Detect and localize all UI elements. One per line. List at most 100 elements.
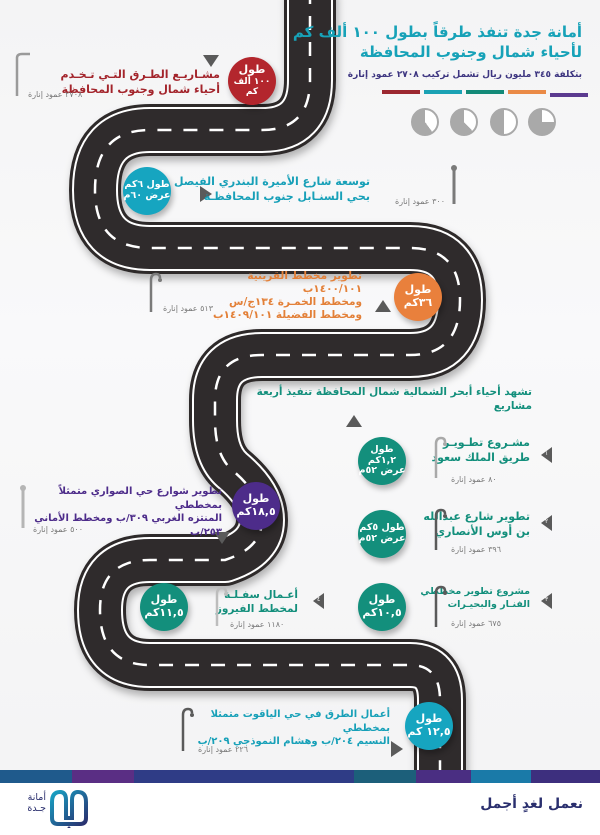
- title-line1: تطوير مخطط القرينية ١٤٠٠/١٠١ب: [247, 270, 362, 296]
- badge-line1: طول: [150, 593, 178, 607]
- lamp-count: ٨٠ عمود إنارة: [451, 475, 497, 484]
- project-overall-title: مشـاريـع الطـرق التـي تـخـدم أحياء شمال …: [10, 68, 220, 98]
- title-line2: بن أوس الأنصاري: [435, 524, 530, 538]
- title-line2: ومخطط الخمـرة ١٣٤ج/س: [229, 296, 362, 309]
- legend-bar-teal: [466, 90, 504, 94]
- badge-fayrouz: طول ١١,٥كم: [140, 583, 188, 631]
- lamp-count: ٣٠٠ عمود إنارة: [395, 197, 446, 206]
- logo-line1: أمانة: [27, 792, 46, 803]
- street-lamp-icon: [434, 585, 447, 627]
- title-line2: بحي السنـابل جنوب المحافظـة: [203, 189, 370, 203]
- title-line1: تطوير شارع عبدالله: [423, 510, 530, 523]
- title-line1: تطوير شوارع حي الصواري متمثلاً بمخططي: [58, 486, 222, 511]
- legend-bar-orange: [508, 90, 546, 94]
- badge-line2: ١٨,٥كم: [236, 505, 276, 518]
- badge-king-saud: طول ١,٢كم عرض ٥٢م: [358, 437, 406, 485]
- street-lamp-icon: [451, 165, 457, 204]
- badge-line2: ١٠٠ ألف كم: [233, 76, 271, 98]
- badge-line1: طول ٦كم: [124, 179, 170, 191]
- street-lamp-icon: [215, 586, 228, 626]
- lamp-count: ٦٧٥ عمود إنارة: [451, 619, 502, 628]
- project-number-1: ١: [541, 447, 552, 463]
- header-title-line1: أمانة جدة تنفذ طرقاً بطول ١٠٠ ألف كم: [292, 23, 582, 41]
- badge-line2: ١٠,٥كم: [362, 606, 402, 619]
- badge-amira-bandari: طول ٦كم عرض ٦٠م: [123, 167, 171, 215]
- header-title-line2: لأحياء شمال وجنوب المحافظة: [359, 43, 582, 62]
- logo-mark-icon: [50, 789, 88, 828]
- legend-bar-red: [382, 90, 420, 94]
- lamp-count: ١١٨٠ عمود إنارة: [230, 620, 285, 629]
- project-abdullah-ansari-title: تطوير شارع عبدالله بن أوس الأنصاري: [420, 510, 530, 540]
- pointer-arrow-icon: [346, 415, 362, 427]
- badge-yaqout: طول ١٢,٥ كم: [405, 702, 453, 750]
- title-line2: أحياء شمال وجنوب المحافظة: [61, 82, 220, 96]
- project-fanar-buhayrat-title: مشروع تطوير مخططي الفنـار والبحيـرات: [420, 586, 530, 612]
- badge-line2: عرض ٥٢م: [358, 465, 406, 477]
- project-fayrouz-title: أعـمال سفـلـة لمخطط الفيروز: [208, 588, 298, 616]
- number-label: ٤: [317, 596, 321, 603]
- badge-line1: طول: [242, 492, 270, 506]
- title-line1: أعمال الطرق في حي الياقوت متمثلا بمخططي: [210, 709, 390, 734]
- number-label: ١: [545, 450, 549, 457]
- header-subtitle: بتكلفة ٣٤٥ مليون ريال تشمل تركيب ٢٧٠٨ عم…: [347, 70, 582, 80]
- badge-line1: طول ٥كم: [359, 522, 405, 534]
- title-line2: النسيم ٢٠٤/ب وهشام النموذجي ٢٠٩/ب: [197, 736, 390, 747]
- project-number-2: ٢: [541, 515, 552, 531]
- badge-qurainiya: طول ٣٦كم: [394, 273, 442, 321]
- legend-bar-purple: [550, 93, 588, 97]
- street-lamp-icon: [149, 272, 162, 312]
- project-qurainiya-title: تطوير مخطط القرينية ١٤٠٠/١٠١ب ومخطط الخم…: [192, 270, 362, 323]
- title-line1: مشـاريـع الطـرق التـي تـخـدم: [60, 68, 220, 81]
- strip-segment: [72, 770, 134, 783]
- title-line1: توسعة شارع الأميرة البندري الفيصل: [173, 175, 370, 188]
- badge-line2: ٣٦كم: [403, 296, 433, 309]
- badge-abdullah-ansari: طول ٥كم عرض ٥٢م: [358, 510, 406, 558]
- strip-segment: [531, 770, 600, 783]
- strip-segment: [0, 770, 72, 783]
- lamp-count: ٥٠٠ عمود إنارة: [33, 525, 84, 534]
- title-line1: مشـروع تطـويـر: [442, 436, 530, 449]
- badge-line2: عرض ٦٠م: [123, 190, 171, 201]
- street-lamp-icon: [434, 436, 447, 478]
- badge-line2: عرض ٥٢م: [358, 533, 406, 544]
- strip-segment: [416, 770, 471, 783]
- badge-overall-length: طول ١٠٠ ألف كم: [228, 57, 276, 105]
- winding-road: [69, 0, 486, 770]
- badge-fanar-buhayrat: طول ١٠,٥كم: [358, 583, 406, 631]
- footer-slogan: نعمل لغدٍ أجمل: [480, 796, 583, 812]
- amanat-jeddah-logo: أمانة جـدة: [12, 788, 92, 830]
- project-sawari-title: تطوير شوارع حي الصواري متمثلاً بمخططي ال…: [17, 485, 222, 539]
- pointer-arrow-icon: [200, 186, 212, 202]
- logo-line2: جـدة: [27, 803, 46, 815]
- header-title: أمانة جدة تنفذ طرقاً بطول ١٠٠ ألف كم لأح…: [262, 22, 582, 63]
- pie-icon-40: [450, 108, 478, 136]
- project-amira-bandari-title: توسعة شارع الأميرة البندري الفيصل بحي ال…: [170, 175, 370, 205]
- badge-line1: طول: [404, 283, 432, 297]
- pointer-arrow-icon: [203, 55, 219, 67]
- badge-line2: ١١,٥كم: [144, 606, 184, 619]
- pointer-arrow-icon: [375, 300, 391, 312]
- badge-line2: ١٢,٥ كم: [407, 725, 451, 738]
- pointer-arrow-icon: [391, 741, 403, 757]
- title-line2: لمخطط الفيروز: [215, 603, 298, 616]
- project-king-saud-title: مشـروع تطـويـر طريق الملك سعود: [420, 436, 530, 466]
- project-number-4: ٤: [313, 593, 324, 609]
- pie-icon-50: [490, 108, 518, 136]
- title-line3: ومخطط الفضيلة ١٤٠٩/١٠١ب: [212, 309, 362, 322]
- pointer-arrow-icon: [214, 532, 230, 544]
- title-line1: أعـمال سفـلـة: [224, 589, 298, 601]
- badge-line1: طول ١,٢كم: [367, 443, 397, 466]
- pie-icon-60: [411, 108, 439, 136]
- street-lamp-icon: [15, 52, 30, 96]
- badge-sawari: طول ١٨,٥كم: [232, 482, 280, 530]
- pie-icon-75: [528, 108, 556, 136]
- strip-segment: [354, 770, 416, 783]
- title-line2: طريق الملك سعود: [431, 450, 530, 464]
- badge-line1: طول: [368, 593, 396, 607]
- badge-line1: طول: [238, 63, 266, 77]
- number-label: ٣: [545, 596, 549, 603]
- logo-text: أمانة جـدة: [12, 792, 46, 815]
- strip-segment: [134, 770, 354, 783]
- project-yaqout-title: أعمال الطرق في حي الياقوت متمثلا بمخططي …: [190, 708, 390, 749]
- obhur-intro-text: تشهد أحياء أبحر الشمالية شمال المحافظة ت…: [256, 386, 532, 413]
